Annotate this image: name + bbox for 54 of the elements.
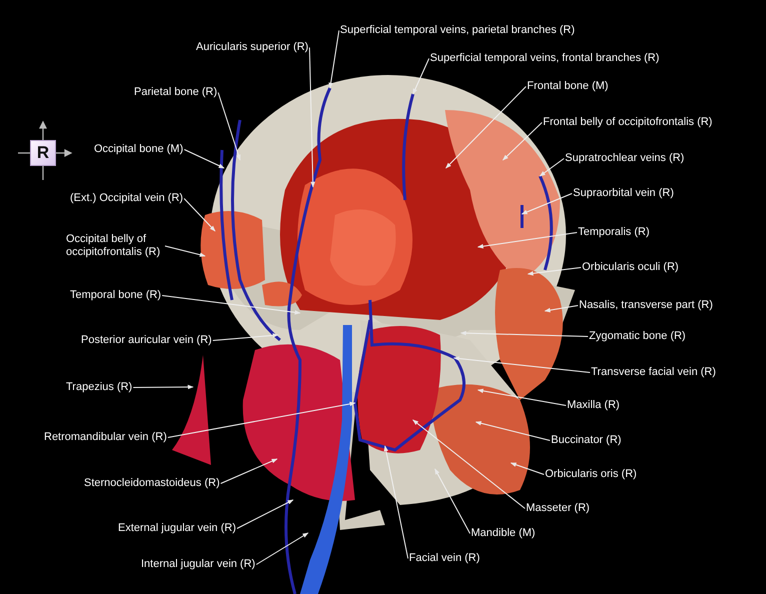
structure-label: Frontal belly of occipitofrontalis (R) bbox=[543, 116, 712, 129]
leader-line bbox=[164, 246, 206, 257]
orientation-marker: R bbox=[30, 140, 56, 166]
leader-line bbox=[510, 462, 544, 475]
structure-label: Retromandibular vein (R) bbox=[44, 431, 167, 444]
structure-label: Superficial temporal veins, parietal branches (R) bbox=[340, 24, 575, 37]
leader-line bbox=[162, 295, 301, 315]
leader-line bbox=[477, 388, 566, 406]
leader-line bbox=[412, 420, 526, 509]
leader-line bbox=[527, 267, 582, 276]
leader-line bbox=[445, 86, 526, 169]
leader-line bbox=[412, 58, 430, 95]
structure-label: Frontal bone (M) bbox=[527, 80, 608, 93]
leader-line bbox=[236, 500, 294, 529]
structure-label: Occipital belly of occipitofrontalis (R) bbox=[66, 233, 164, 259]
structure-label: Posterior auricular vein (R) bbox=[81, 334, 212, 347]
leader-line bbox=[434, 468, 470, 534]
structure-label: Sternocleidomastoideus (R) bbox=[84, 477, 220, 490]
leader-line bbox=[460, 330, 588, 337]
structure-label: Masseter (R) bbox=[526, 502, 590, 515]
structure-label: Parietal bone (R) bbox=[134, 86, 218, 99]
structure-label: Temporalis (R) bbox=[578, 226, 650, 239]
structure-label: Superficial temporal veins, frontal branches (R) bbox=[430, 52, 660, 65]
leader-line bbox=[220, 458, 278, 484]
leader-line bbox=[475, 421, 550, 441]
leader-line bbox=[328, 30, 340, 89]
structure-label: Trapezius (R) bbox=[66, 381, 132, 394]
leader-line bbox=[256, 532, 309, 565]
structure-label: Occipital bone (M) bbox=[94, 143, 184, 156]
leader-line bbox=[184, 198, 216, 232]
structure-label: Internal jugular vein (R) bbox=[141, 558, 256, 571]
leader-line bbox=[539, 158, 564, 176]
structure-label: Zygomatic bone (R) bbox=[589, 330, 686, 343]
structure-label: Supratrochlear veins (R) bbox=[565, 152, 684, 165]
leader-line bbox=[132, 384, 194, 390]
leader-line bbox=[218, 92, 241, 161]
structure-label: Orbicularis oculi (R) bbox=[582, 261, 679, 274]
structure-label: Auricularis superior (R) bbox=[196, 41, 308, 54]
structure-label: External jugular vein (R) bbox=[118, 522, 236, 535]
structure-label: Orbicularis oris (R) bbox=[545, 468, 637, 481]
structure-label: Buccinator (R) bbox=[551, 434, 622, 447]
structure-label: (Ext.) Occipital vein (R) bbox=[70, 192, 184, 205]
structure-label: Temporal bone (R) bbox=[70, 289, 162, 302]
leader-line bbox=[184, 149, 225, 168]
structure-label: Maxilla (R) bbox=[567, 399, 620, 412]
structure-label: Nasalis, transverse part (R) bbox=[579, 299, 713, 312]
leader-line bbox=[167, 402, 356, 438]
structure-label: Facial vein (R) bbox=[409, 552, 480, 565]
leader-line bbox=[453, 356, 590, 373]
leader-line bbox=[212, 333, 279, 341]
structure-label: Mandible (M) bbox=[471, 527, 536, 540]
structure-label: Supraorbital vein (R) bbox=[573, 187, 674, 200]
structure-label: Transverse facial vein (R) bbox=[591, 366, 716, 379]
leader-line bbox=[502, 122, 542, 161]
